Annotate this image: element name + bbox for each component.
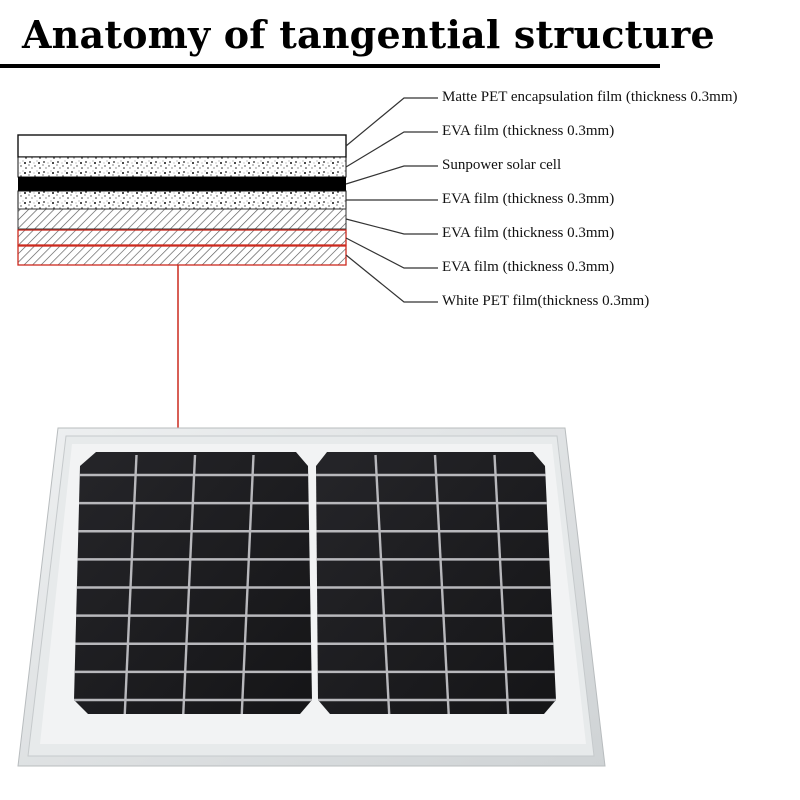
layer-label-5: EVA film (thickness 0.3mm) [442,225,615,241]
title-underline [0,64,660,68]
layer-label-7: White PET film(thickness 0.3mm) [442,293,650,309]
layer-stack [17,134,347,266]
cell-grid-column-line [493,454,510,714]
layer-solar-cell [18,177,346,191]
cell-grid-column-line [433,454,451,714]
diagram-title: Anatomy of tangential structure [22,12,715,57]
cell-grid-column-line [374,454,391,714]
layer-eva-red [17,229,347,246]
layer-label-4: EVA film (thickness 0.3mm) [442,191,615,207]
leader-lines [345,97,438,303]
layer-eva-hatched [17,208,347,230]
layer-eva-middle [17,190,347,210]
cell-grid-column-line [181,454,197,714]
leader-line-3 [345,165,438,185]
leader-line-6 [345,237,438,269]
cell-string-right [316,452,556,714]
layer-label-2: EVA film (thickness 0.3mm) [442,123,615,139]
leader-line-2 [345,131,438,168]
leader-line-7 [345,254,438,303]
layer-white-pet [17,245,347,266]
cell-grid-column-line [240,454,255,714]
leader-line-5 [345,218,438,235]
layer-label-3: Sunpower solar cell [442,157,562,173]
cell-grid-column-line [123,454,138,714]
cell-string-left [74,452,312,714]
layer-label-6: EVA film (thickness 0.3mm) [442,259,615,275]
solar-panel [17,427,606,767]
layer-matte-pet [17,134,347,158]
layer-eva-top [17,156,347,178]
layer-label-1: Matte PET encapsulation film (thickness … [442,89,738,105]
leader-line-1 [345,97,438,147]
